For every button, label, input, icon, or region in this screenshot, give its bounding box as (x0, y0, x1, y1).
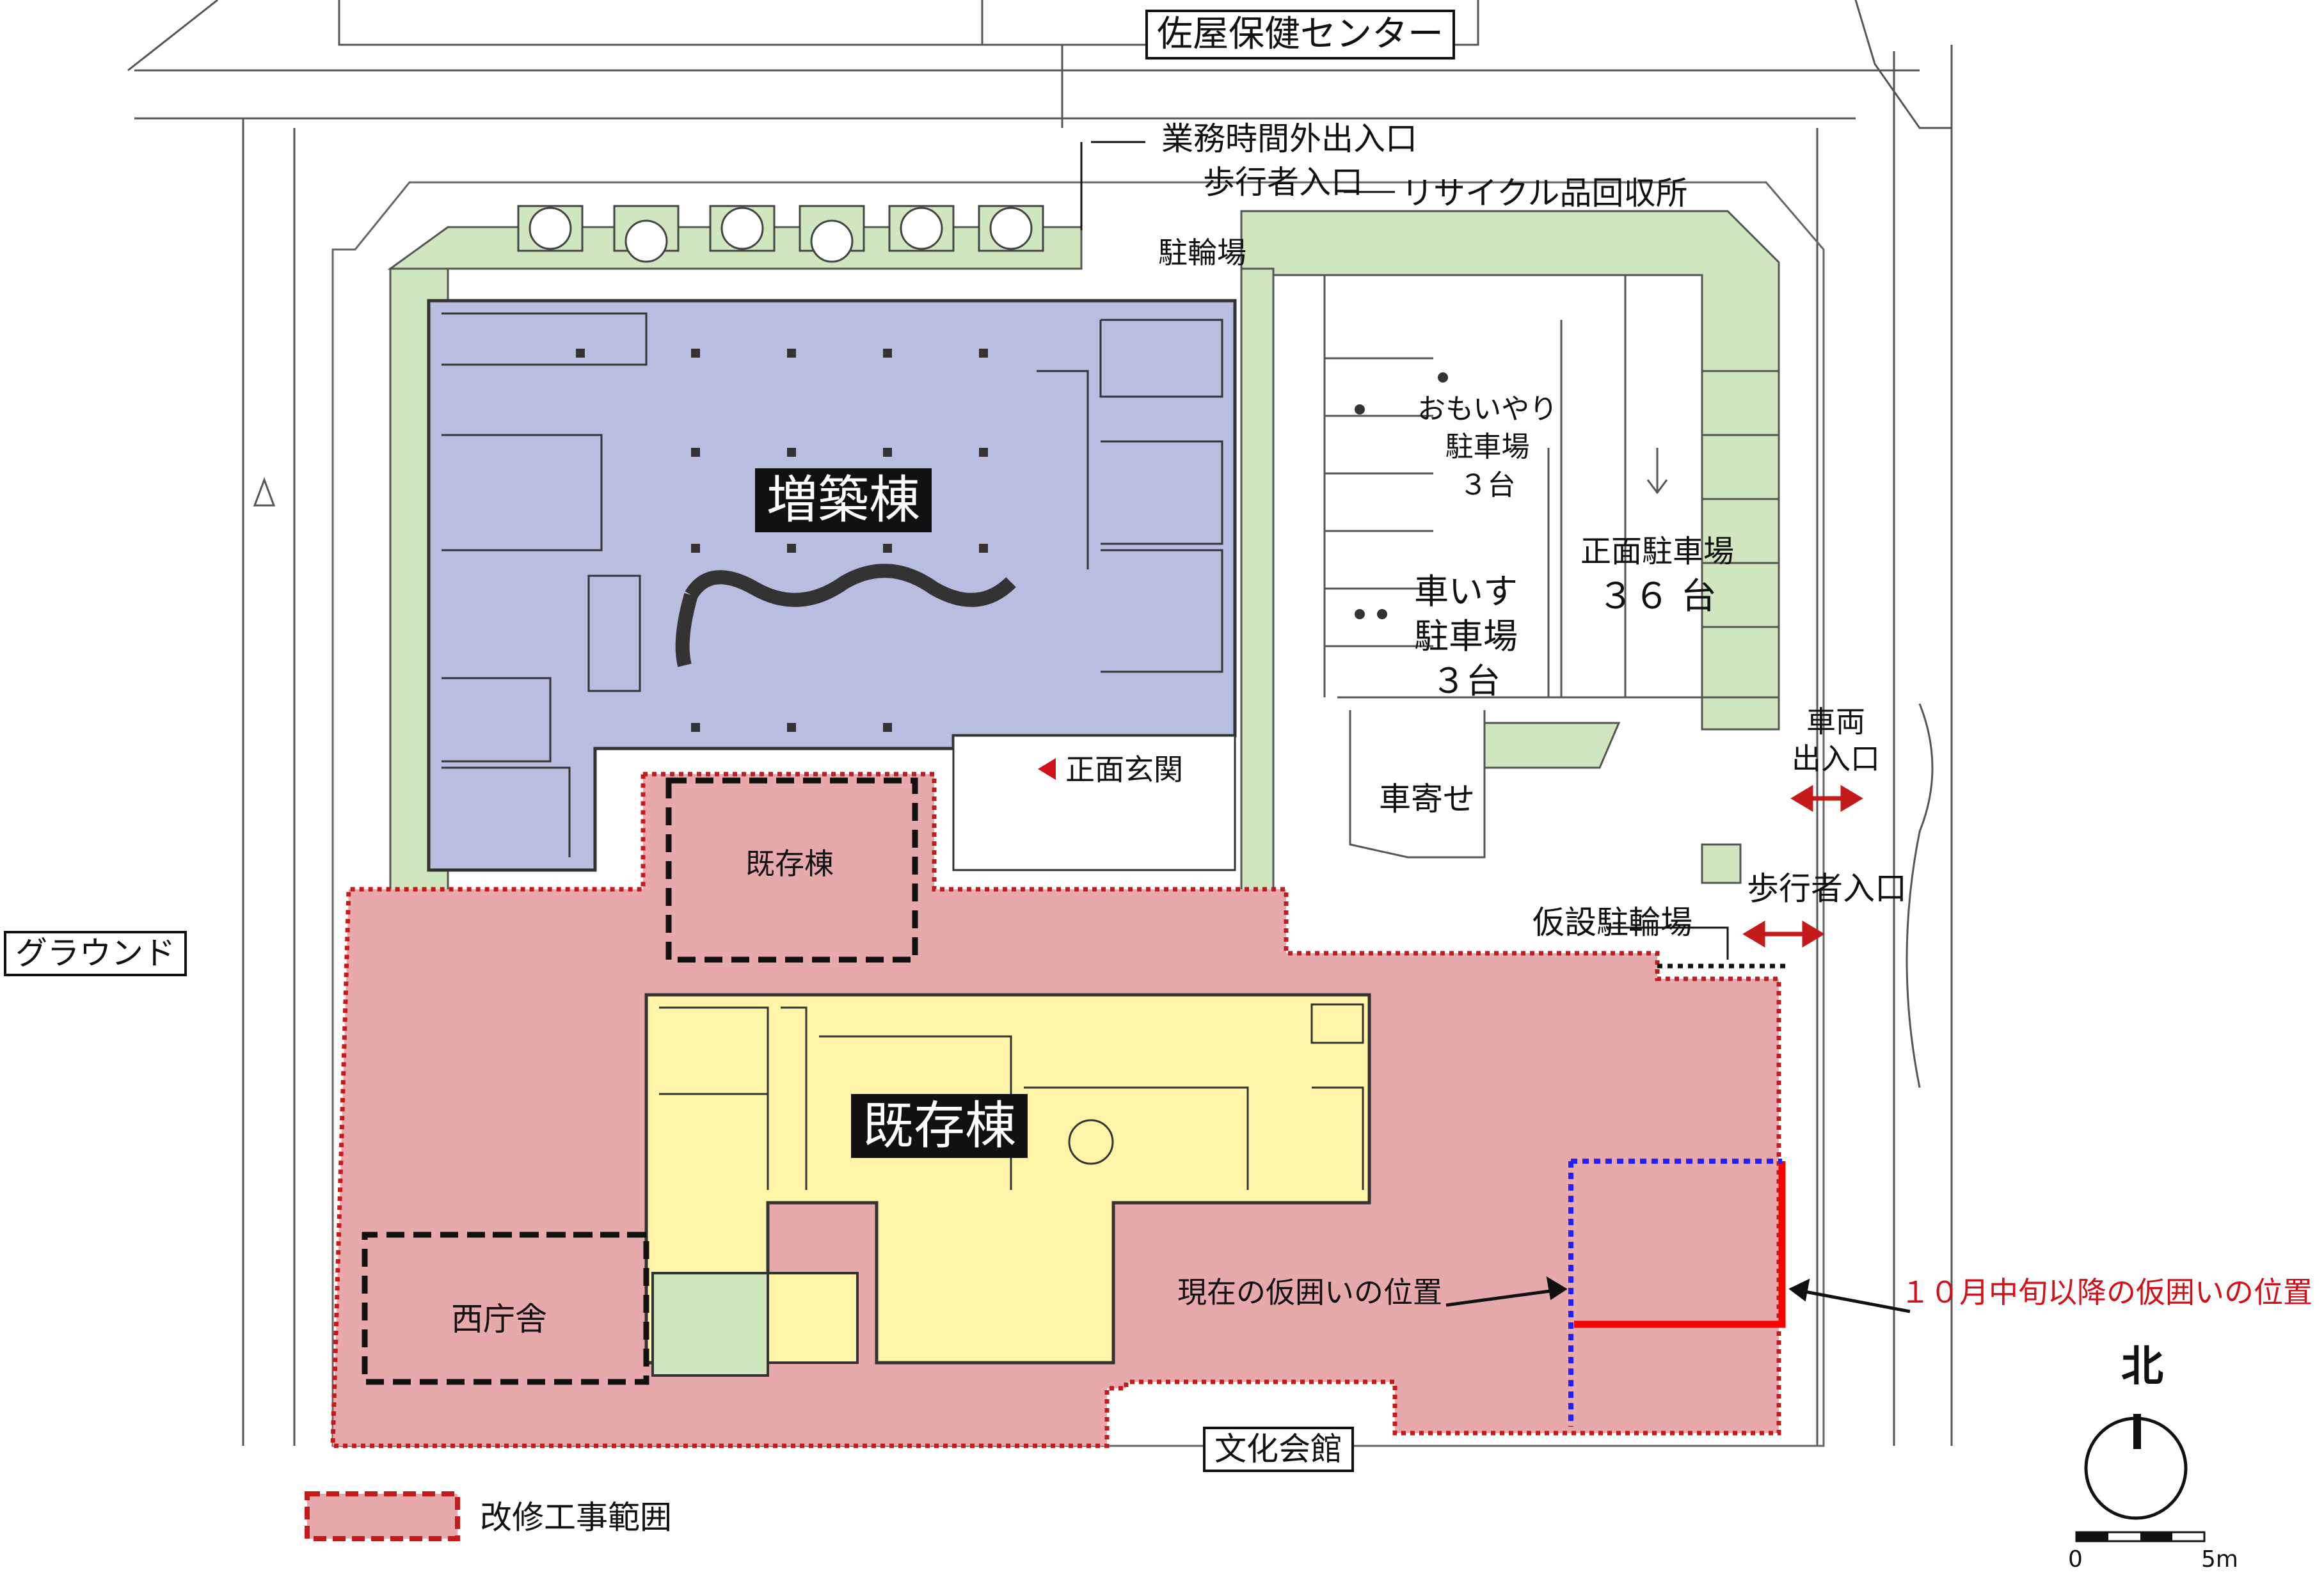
north-compass (2084, 1414, 2188, 1520)
cultural-hall-label: 文化会館 (1203, 1427, 1354, 1472)
scale-start-label: 0 (2068, 1546, 2083, 1573)
existing-green-court (651, 1272, 769, 1377)
front-parking-label: 正面駐車場 ３６ 台 (1580, 531, 1734, 621)
existing-building-main-label: 既存棟 (851, 1094, 1028, 1158)
vehicle-entrance-line-2: 出入口 (1792, 741, 1880, 776)
front-parking-line-1: 正面駐車場 (1580, 534, 1735, 569)
current-fence-line (1568, 1159, 1782, 1427)
car-porch-label: 車寄せ (1379, 781, 1475, 818)
ground-label: グラウンド (4, 931, 187, 976)
extension-columns (576, 349, 988, 732)
temporary-bicycle-parking-label: 仮設駐輪場 (1532, 904, 1692, 941)
lane-arrows (253, 448, 1668, 507)
wheelchair-line-1: 車いす (1414, 571, 1518, 612)
existing-building-small-outline (665, 777, 918, 963)
bicycle-parking-label: 駐輪場 (1158, 235, 1246, 270)
legend-renovation-label: 改修工事範囲 (480, 1499, 672, 1536)
front-parking-line-2: ３６ 台 (1598, 575, 1717, 617)
pedestrian-entrance-north-label: 歩行者入口 (1203, 164, 1363, 201)
legend-swatch (305, 1491, 460, 1541)
future-fence-label: １０月中旬以降の仮囲いの位置 (1900, 1275, 2312, 1310)
existing-building-small-label: 既存棟 (745, 846, 834, 881)
extension-building-label: 増築棟 (755, 468, 932, 532)
parking-lines (1323, 275, 1779, 859)
vehicle-entrance-line-1: 車両 (1806, 704, 1865, 739)
west-office-outline (362, 1232, 649, 1385)
main-entrance-triangle-icon (1038, 758, 1056, 780)
after-hours-entrance-label: 業務時間外出入口 (1161, 120, 1417, 157)
omoiyari-parking-label: おもいやり 駐車場 ３台 (1417, 390, 1557, 504)
north-label: 北 (2121, 1342, 2163, 1391)
existing-interior-walls (659, 1003, 1364, 1190)
parking-marks (1355, 372, 1448, 619)
site-perimeter (331, 181, 1825, 1447)
omoiyari-line-2: 駐車場 (1445, 431, 1530, 464)
omoiyari-line-1: おもいやり (1417, 393, 1558, 425)
extension-interior-walls (442, 312, 1223, 857)
current-fence-label: 現在の仮囲いの位置 (1177, 1275, 1442, 1310)
existing-annex (767, 1272, 859, 1364)
health-center-label: 佐屋保健センター (1145, 10, 1455, 59)
future-fence-line (1574, 1161, 1786, 1328)
vehicle-entrance-label: 車両 出入口 (1792, 704, 1880, 777)
leader-lines (1080, 141, 1729, 960)
entrance-plaza (952, 734, 1236, 871)
wheelchair-line-2: 駐車場 (1414, 616, 1518, 657)
pedestrian-entrance-east-label: 歩行者入口 (1747, 870, 1907, 907)
main-entrance-label: 正面玄関 (1065, 752, 1183, 787)
west-office-label: 西庁舎 (451, 1301, 547, 1338)
roads (127, 0, 1953, 1446)
scale-end-label: 5m (2201, 1546, 2238, 1573)
omoiyari-line-3: ３台 (1459, 468, 1516, 502)
wheelchair-parking-label: 車いす 駐車場 ３台 (1414, 569, 1518, 704)
recycling-label: リサイクル品回収所 (1401, 175, 1688, 212)
access-arrows (1742, 784, 1863, 948)
scale-bar (2075, 1531, 2206, 1542)
wheelchair-line-3: ３台 (1431, 661, 1500, 702)
fence-pointer-arrows (1445, 1276, 1911, 1313)
